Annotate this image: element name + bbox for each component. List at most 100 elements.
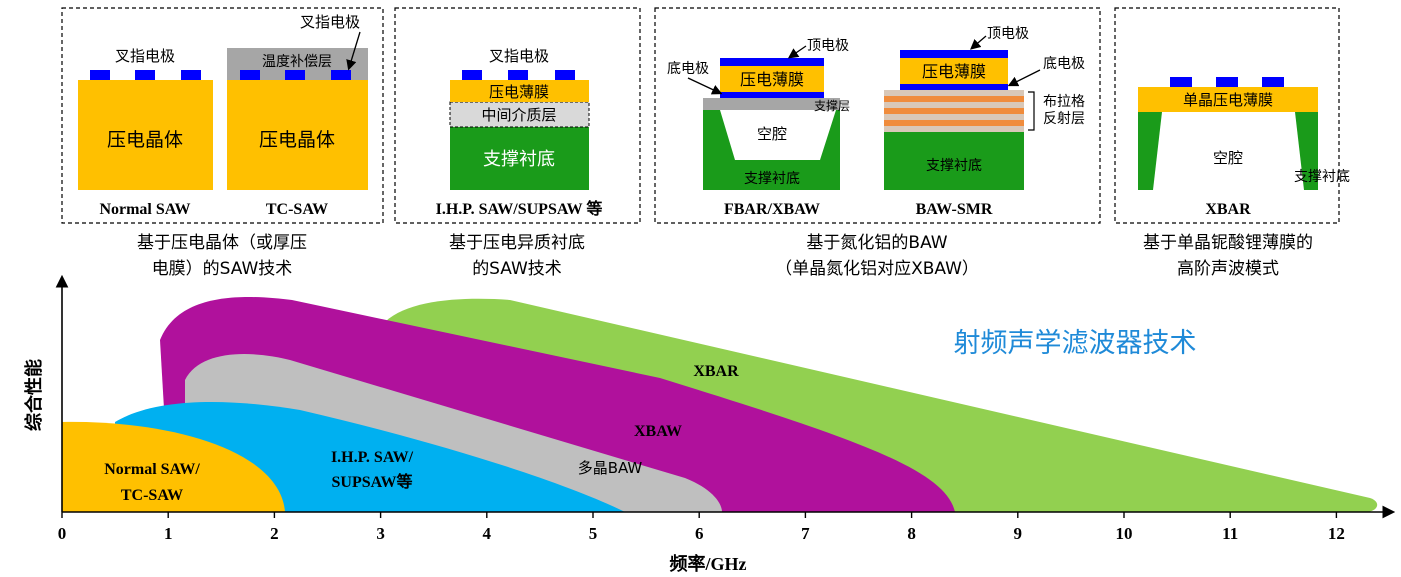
piezo-crystal [78,80,213,190]
x-tick-label: 6 [695,524,704,543]
x-tick-label: 8 [907,524,916,543]
idt-electrode [181,70,201,80]
top-electrode [900,50,1008,58]
substrate-label: 支撑衬底 [926,158,982,174]
piezo-film-label: 压电薄膜 [489,83,549,101]
bottom-electrode-label: 底电极 [1043,56,1085,72]
panel-xbar-subtitle-line2: 高阶声波模式 [1177,259,1279,279]
bottom-electrode [900,84,1008,90]
normal-saw-caption: Normal SAW [99,201,190,218]
substrate-label: 支撑衬底 [744,171,800,187]
substrate-label: 支撑衬底 [1294,169,1350,185]
top-electrode-label: 顶电极 [807,38,849,54]
bragg-layer [884,108,1024,114]
region-xbaw-label: XBAW [634,423,682,440]
bottom-electrode [720,92,824,98]
idt-electrode [331,70,351,80]
support-layer-label: 支撑层 [814,98,850,113]
panel-saw-subtitle-line1: 基于压电晶体（或厚压 [137,233,307,253]
support-substrate-right [1295,112,1318,190]
x-tick-label: 3 [376,524,385,543]
idt-electrode [285,70,305,80]
panel-xbar-subtitle-line1: 基于单晶铌酸锂薄膜的 [1143,233,1313,253]
idt-electrode [135,70,155,80]
region-normal-saw-label-line1: Normal SAW/ [104,461,200,478]
top-electrode-arrow [787,45,807,59]
piezo-crystal-label: 压电晶体 [107,129,183,151]
piezo-film [720,66,824,92]
idt-pointer-arrow [346,31,361,71]
x-tick-label: 1 [164,524,173,543]
panel-ihp-border [394,7,641,224]
y-axis-label: 综合性能 [23,359,45,431]
bragg-layer [884,120,1024,126]
reflector-label-line2: 反射层 [1043,111,1085,127]
x-tick-label: 5 [589,524,598,543]
mid-layer-label: 中间介质层 [481,106,556,124]
x-axis-label: 频率/GHz [670,553,747,574]
panel-saw-subtitle-line2: 电膜）的SAW技术 [152,259,293,279]
region-xbar-label: XBAR [693,363,739,380]
top-electrode-arrow [970,35,987,50]
temp-comp-label: 温度补偿层 [262,54,332,70]
mid-dielectric-layer [449,101,590,128]
support-substrate-left [1138,112,1162,190]
chart-title: 射频声学滤波器技术 [954,328,1197,359]
piezo-film [900,58,1008,84]
panel-ihp: 叉指电极 压电薄膜 中间介质层 支撑衬底 I.H.P. SAW/SUPSAW 等… [394,7,641,279]
x-tick-label: 2 [270,524,279,543]
fbar-structure: 压电薄膜 顶电极 底电极 支撑层 空腔 支撑衬底 FBAR/XBAW [667,38,850,218]
bottom-electrode-label: 底电极 [667,61,709,77]
support-substrate [450,127,589,190]
idt-label: 叉指电极 [300,13,360,31]
x-tick-label: 9 [1014,524,1023,543]
single-crystal-piezo-film [1138,87,1318,112]
idt-label: 叉指电极 [489,47,549,65]
tech-landscape-chart: XBAR XBAW 多晶BAW I.H.P. SAW/ SUPSAW等 Norm… [23,274,1396,574]
piezo-crystal-label: 压电晶体 [259,129,335,151]
cavity-label: 空腔 [1213,149,1243,167]
panel-saw: 叉指电极 压电晶体 Normal SAW 温度补偿层 叉指电极 压电晶体 TC-… [61,7,384,279]
panel-baw-border [654,7,1101,224]
ihp-caption: I.H.P. SAW/SUPSAW 等 [436,199,603,218]
panel-baw-subtitle-line2: （单晶氮化铝对应XBAW） [775,259,979,279]
idt-electrode [240,70,260,80]
idt-label: 叉指电极 [115,47,175,65]
x-tick-label: 11 [1222,524,1238,543]
bragg-layer [884,96,1024,102]
bottom-electrode-arrow [687,77,723,95]
panel-ihp-subtitle-line2: 的SAW技术 [472,259,562,279]
idt-electrode [90,70,110,80]
cavity-label: 空腔 [757,125,787,143]
piezo-film-label: 压电薄膜 [740,70,804,89]
x-tick-label: 7 [801,524,810,543]
x-tick-label: 10 [1116,524,1133,543]
piezo-film [450,80,589,102]
panel-xbar-border [1114,7,1340,224]
region-normal-saw-label-line2: TC-SAW [121,487,183,504]
idt-electrode [462,70,482,80]
support-layer [703,98,840,110]
piezo-crystal [227,80,368,190]
xbar-caption: XBAR [1205,201,1251,218]
support-substrate [884,132,1024,190]
bottom-electrode-arrow [1007,69,1041,87]
region-poly-baw-label: 多晶BAW [578,459,643,477]
region-normal-saw [62,421,285,512]
idt-electrode [508,70,528,80]
panel-baw: 压电薄膜 顶电极 底电极 支撑层 空腔 支撑衬底 FBAR/XBAW 压电薄膜 … [654,7,1101,279]
reflector-label-line1: 布拉格 [1043,94,1085,110]
piezo-film-label: 单晶压电薄膜 [1183,91,1273,109]
idt-electrode [1262,77,1284,87]
tc-saw-caption: TC-SAW [266,201,328,218]
top-electrode [720,58,824,66]
support-substrate [703,110,840,190]
fbar-caption: FBAR/XBAW [724,201,820,218]
x-tick-label: 4 [483,524,492,543]
substrate-label: 支撑衬底 [483,149,555,170]
x-tick-label: 12 [1328,524,1345,543]
top-electrode-label: 顶电极 [987,26,1029,42]
x-tick-label: 0 [58,524,67,543]
